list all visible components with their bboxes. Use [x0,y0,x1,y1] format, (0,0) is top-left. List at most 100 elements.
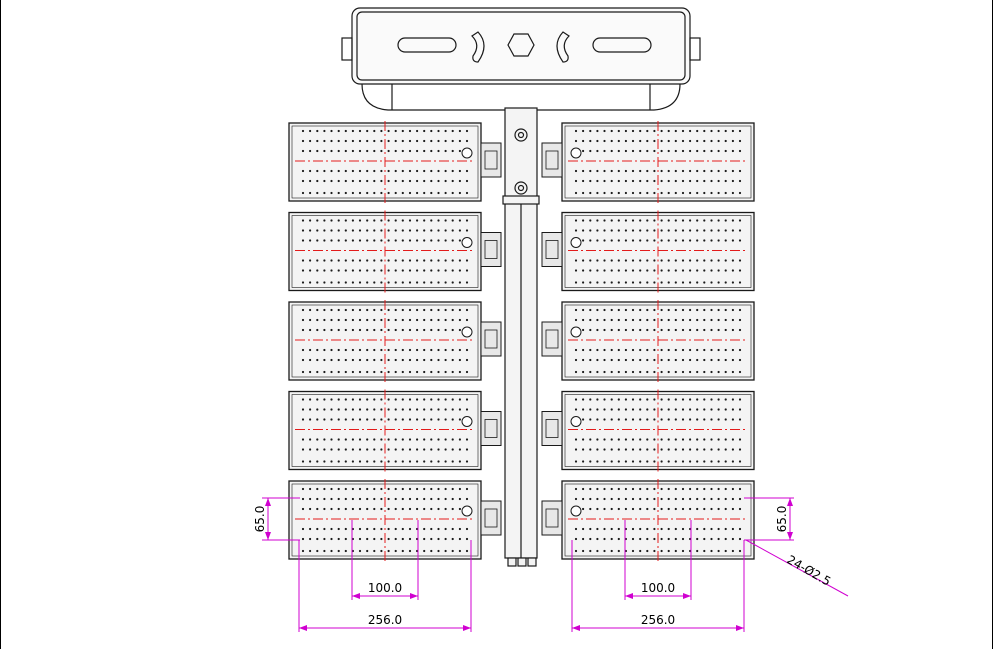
led-dot [731,229,735,232]
led-dot [330,239,333,242]
led-dot [416,129,419,133]
led-dot [323,169,326,173]
led-dot [617,370,620,374]
led-dot [582,487,585,491]
led-dot [387,318,390,322]
mounting-clamp-inner [484,329,498,349]
led-dot [358,408,362,411]
led-dot [610,139,613,143]
led-dot [660,537,663,541]
led-dot [653,308,656,312]
led-dot [387,549,390,553]
led-dot [380,219,383,222]
led-dot [351,239,354,242]
led-dot [717,328,720,332]
led-dot [437,139,440,143]
led-dot [430,448,433,451]
led-dot [724,408,727,411]
led-dot [617,149,620,153]
led-dot [344,308,347,312]
dimension-annotations [262,497,849,632]
led-dot [681,537,685,541]
led-dot [394,281,397,284]
led-dot [444,460,447,463]
led-dot [337,370,340,374]
led-dot [703,348,706,352]
led-dot [724,527,727,531]
led-dot [681,549,685,553]
led-dot [582,460,585,463]
led-dot [710,191,713,195]
led-dot [380,169,383,173]
led-dot [316,497,319,501]
led-dot [653,139,656,143]
led-dot [603,179,606,183]
led-dot [458,328,461,332]
led-dot [731,358,735,362]
led-dot [703,229,706,232]
led-dot [710,370,713,374]
led-dot [430,408,433,411]
led-dot [653,487,656,491]
led-dot [696,259,699,262]
led-dot [380,281,383,284]
led-dot [717,408,720,411]
led-dot [631,497,635,501]
led-dot [574,537,578,541]
led-dot [610,527,613,531]
led-dot [309,281,312,284]
led-dot [624,370,628,374]
led-dot [717,269,720,272]
led-dot [660,487,663,491]
led-dot [451,169,454,173]
led-dot [639,328,642,332]
led-dot [394,129,397,133]
led-dot [674,308,677,312]
dimension-arrows [265,498,793,631]
led-dot [380,328,383,332]
led-dot [681,239,685,242]
led-dot [330,507,333,511]
led-dot [344,318,347,322]
led-dot [681,308,685,312]
led-dot [674,497,677,501]
led-dot [624,219,628,222]
led-dot [437,179,440,183]
led-dot [681,149,685,153]
led-dot [667,149,670,153]
led-dot [337,169,340,173]
led-dot [653,507,656,511]
slot-right [592,37,652,53]
led-dot [617,169,620,173]
led-dot [301,549,305,553]
led-dot [603,191,606,195]
led-dot [738,527,742,531]
led-dot [717,460,720,463]
led-dot [689,281,692,284]
led-dot [596,460,599,463]
led-dot [309,129,312,133]
led-dot [639,497,642,501]
led-dot [624,358,628,362]
led-dot [596,487,599,491]
led-dot [465,281,469,284]
led-dot [724,370,727,374]
housing-inner [356,11,686,81]
led-dot [624,229,628,232]
led-dot [646,129,649,133]
led-dot [416,408,419,411]
led-dot [423,139,426,143]
led-dot [653,259,656,262]
led-dot [337,191,340,195]
led-dot [717,370,720,374]
led-dot [330,129,333,133]
led-dot [380,259,383,262]
led-dot [596,219,599,222]
led-dot [337,269,340,272]
led-dot [617,318,620,322]
led-dot [731,408,735,411]
led-dot [351,191,354,195]
sensor-circle [461,416,473,427]
led-dot [703,191,706,195]
led-dot [703,549,706,553]
